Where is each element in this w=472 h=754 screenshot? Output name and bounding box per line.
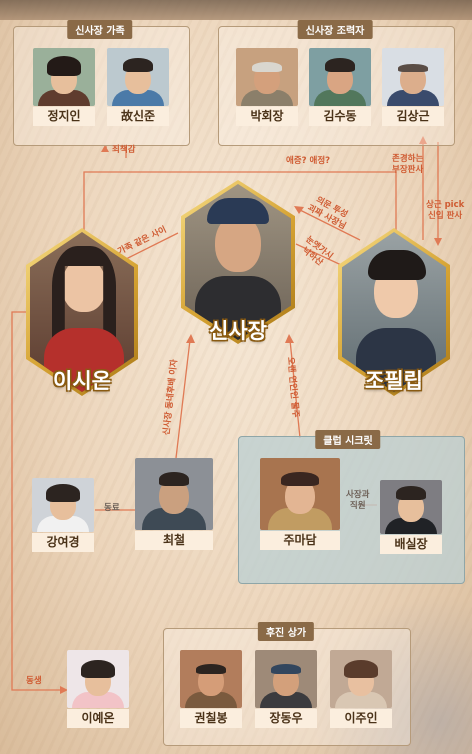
pick-line1: 상근 pick [426, 200, 465, 210]
character-lee-yeon[interactable]: 이예온 [67, 650, 129, 728]
club-group-title: 클럽 시크릿 [315, 430, 381, 449]
name-label: 최철 [135, 531, 213, 550]
top-banner-strip [0, 0, 472, 20]
relation-boss-employee: 사장과 직원 [346, 490, 369, 511]
character-jung-jiin[interactable]: 정지인 [33, 48, 95, 126]
bae-siljang-photo [380, 480, 442, 534]
backers-group-title: 후진 상가 [257, 622, 315, 641]
name-label: 박회장 [236, 107, 298, 126]
pick-line2: 신입 판사 [428, 210, 463, 221]
character-ju-madam[interactable]: 주마담 [260, 458, 340, 550]
jang-dongwoo-photo [255, 650, 317, 708]
character-jang-dongwoo[interactable]: 장동우 [255, 650, 317, 728]
kwon-chilbong-photo [180, 650, 242, 708]
park-chairman-photo [236, 48, 298, 106]
relation-guilt: 죄책감 [112, 145, 136, 155]
kang-yeokyung-photo [32, 478, 94, 532]
character-kang-yeokyung[interactable]: 강여경 [32, 478, 94, 552]
main-character-right[interactable] [338, 228, 450, 396]
name-label: 故신준 [107, 107, 169, 126]
main-character-left[interactable] [26, 228, 138, 396]
name-label: 이주인 [330, 709, 392, 728]
ju-madam-photo [260, 458, 340, 530]
relation-coworker: 동료 [104, 503, 120, 513]
character-bae-siljang[interactable]: 배실장 [380, 480, 442, 554]
relation-sibling: 동생 [26, 676, 42, 686]
shin-jun-photo [107, 48, 169, 106]
character-lee-juin[interactable]: 이주인 [330, 650, 392, 728]
name-label: 주마담 [260, 531, 340, 550]
character-choi-cheol[interactable]: 최철 [135, 458, 213, 550]
name-label: 배실장 [380, 535, 442, 554]
kim-sudong-photo [309, 48, 371, 106]
name-label: 김수동 [309, 107, 371, 126]
name-label: 권칠봉 [180, 709, 242, 728]
relation-respect: 존경하는 부장판사 [392, 154, 423, 175]
character-kwon-chilbong[interactable]: 권칠봉 [180, 650, 242, 728]
respect-line2: 부장판사 [392, 164, 424, 175]
jung-jiin-photo [33, 48, 95, 106]
relation-pick: 상근 pick 신입 판사 [426, 200, 464, 221]
main-character-center[interactable] [181, 180, 295, 344]
name-label: 정지인 [33, 107, 95, 126]
character-kim-sudong[interactable]: 김수동 [309, 48, 371, 126]
kim-sanggeun-photo [382, 48, 444, 106]
character-park-chairman[interactable]: 박회장 [236, 48, 298, 126]
name-label: 김상근 [382, 107, 444, 126]
respect-line1: 존경하는 [392, 154, 424, 164]
main-name-center: 신사장 [209, 319, 267, 343]
character-kim-sanggeun[interactable]: 김상근 [382, 48, 444, 126]
main-name-left: 이시온 [53, 369, 111, 393]
name-label: 이예온 [67, 709, 129, 728]
lee-juin-photo [330, 650, 392, 708]
lee-yeon-photo [67, 650, 129, 708]
family-group-title: 신사장 가족 [67, 20, 133, 39]
name-label: 강여경 [32, 533, 94, 552]
name-label: 장동우 [255, 709, 317, 728]
boss-line2: 직원 [349, 500, 366, 511]
relation-love-hate: 애증? 애정? [286, 156, 331, 166]
boss-line1: 사장과 [346, 490, 370, 500]
character-late-shin-jun[interactable]: 故신준 [107, 48, 169, 126]
helpers-group-title: 신사장 조력자 [297, 20, 373, 39]
choi-cheol-photo [135, 458, 213, 530]
main-name-right: 조필립 [365, 369, 423, 393]
